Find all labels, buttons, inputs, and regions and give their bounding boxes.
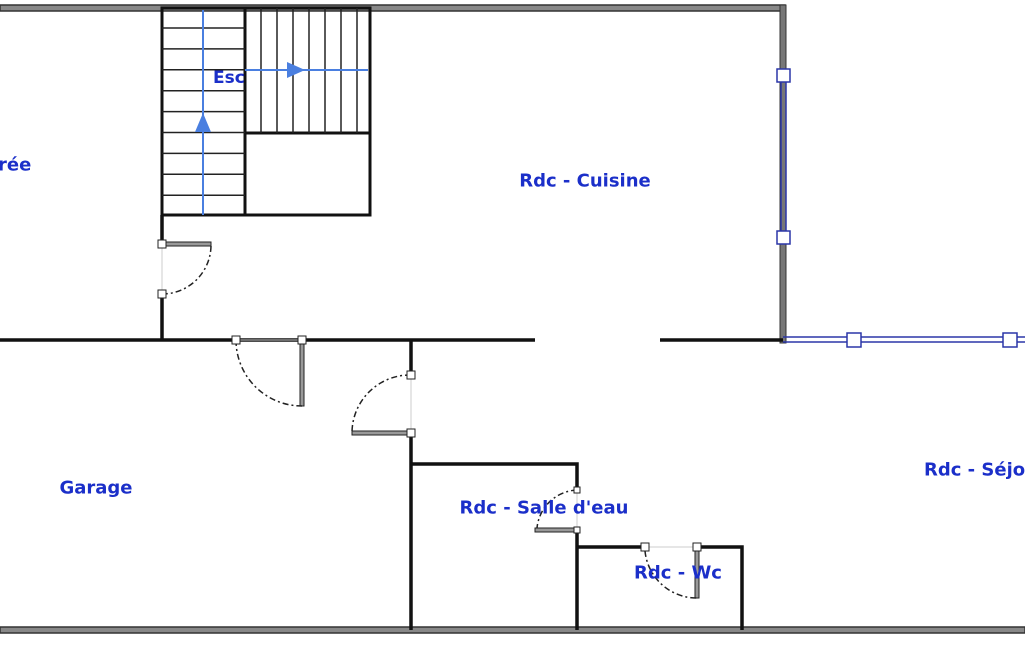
room-label-salle-eau[interactable]: Rdc - Salle d'eau [459,497,629,519]
window-kitchen-east[interactable] [776,68,791,245]
window-sejour-north[interactable] [783,332,1025,348]
arrow-up-icon [195,113,211,132]
room-label-escalier[interactable]: Esc [213,68,245,88]
arrow-right-icon [287,62,305,78]
exterior-walls [0,4,1025,634]
room-label-entree[interactable]: rée [0,154,32,176]
room-label-garage[interactable]: Garage [59,477,133,499]
door-garage[interactable] [231,335,307,407]
room-label-wc[interactable]: Rdc - Wc [634,562,722,584]
staircase[interactable] [160,6,372,217]
room-label-cuisine[interactable]: Rdc - Cuisine [519,170,651,192]
room-label-sejour[interactable]: Rdc - Séjo [924,459,1025,481]
door-degagement[interactable] [351,370,416,438]
door-wc[interactable] [640,542,702,599]
door-salle-eau[interactable] [534,486,581,534]
door-entree[interactable] [157,239,212,299]
